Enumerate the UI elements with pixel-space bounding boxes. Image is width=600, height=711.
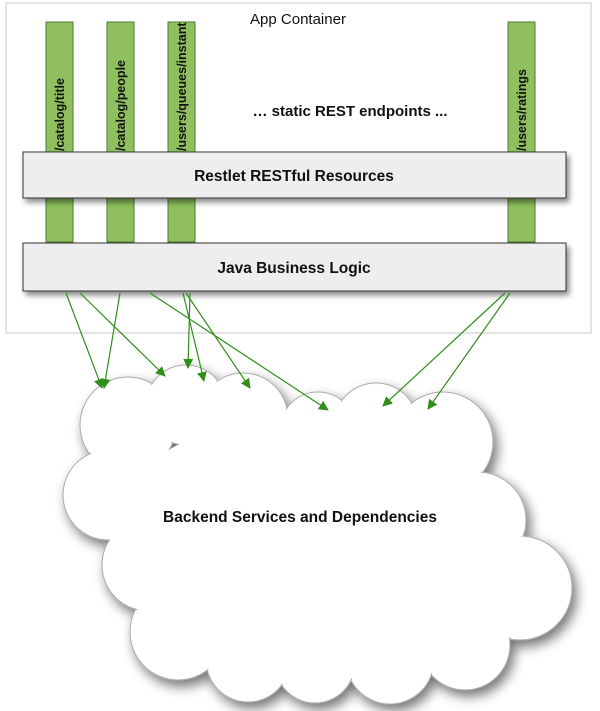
static-endpoints-note: … static REST endpoints ...: [252, 103, 447, 120]
endpoint-bar: [45, 21, 74, 243]
arrow: [149, 292, 329, 411]
endpoint-label: /users/queues/instant: [175, 22, 189, 151]
restlet-layer-box: [22, 151, 567, 199]
arrow: [382, 292, 506, 407]
business-logic-layer: Java Business Logic: [22, 242, 567, 292]
arrow: [183, 292, 194, 369]
endpoint-bar: [507, 21, 536, 243]
endpoint-bar: [167, 21, 196, 243]
endpoint-catalog-people: /catalog/people: [106, 21, 135, 243]
endpoint-label: /catalog/title: [53, 78, 67, 151]
arrow: [182, 292, 207, 382]
endpoint-label: /users/ratings: [515, 69, 529, 151]
business-logic-box: [22, 242, 567, 292]
endpoint-users-queues-instant: /users/queues/instant: [167, 21, 196, 243]
backend-label: Backend Services and Dependencies: [163, 509, 437, 526]
dependency-arrows: [65, 292, 511, 411]
arrow: [79, 292, 166, 377]
arrow: [100, 292, 121, 389]
endpoint-catalog-title: /catalog/title: [45, 21, 74, 243]
arrow: [185, 292, 251, 389]
business-logic-label: Java Business Logic: [217, 260, 371, 277]
app-container-title: App Container: [250, 11, 346, 28]
endpoint-users-ratings: /users/ratings: [507, 21, 536, 243]
backend-cloud: [62, 364, 573, 705]
arrow: [427, 292, 511, 410]
endpoint-label: /catalog/people: [114, 60, 128, 151]
restlet-layer: Restlet RESTful Resources: [22, 151, 567, 199]
restlet-layer-label: Restlet RESTful Resources: [194, 168, 394, 185]
endpoint-bar: [106, 21, 135, 243]
arrow: [65, 292, 104, 389]
